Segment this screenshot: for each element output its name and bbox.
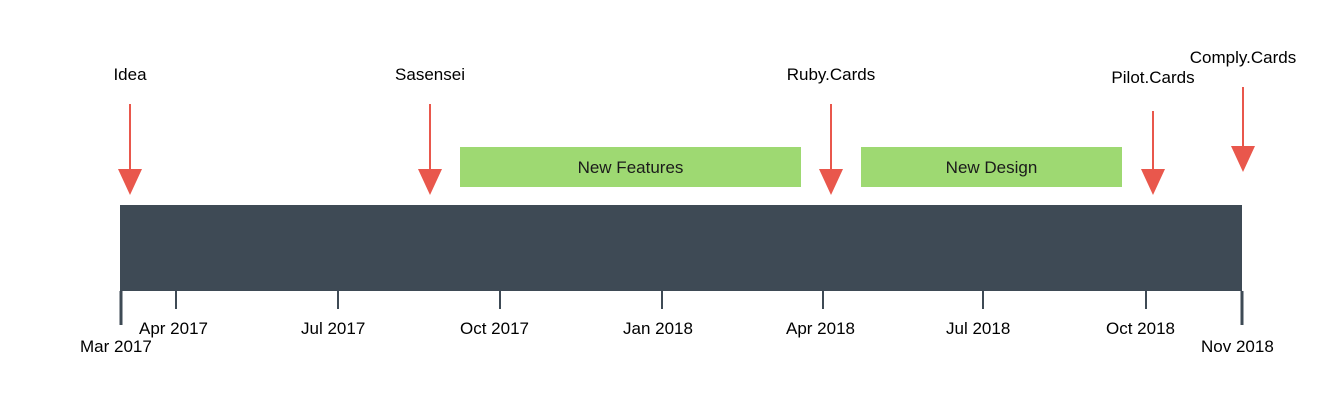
phase-bar-new-design[interactable]: New Design: [861, 147, 1122, 187]
phase-bar-new-features[interactable]: New Features: [460, 147, 801, 187]
axis-tick-label-oct-2017: Oct 2017: [460, 319, 529, 338]
axis-tick-jan-2018: [661, 291, 663, 309]
axis-tick-jul-2018: [982, 291, 984, 309]
axis-tick-mar-2017: [119, 291, 123, 325]
milestone-arrow-stem: [1242, 87, 1244, 147]
axis-tick-label-jul-2017: Jul 2017: [301, 319, 366, 338]
milestone-arrow-head-icon: [1231, 146, 1255, 172]
timeline-axis-band: [120, 205, 1242, 291]
axis-tick-label-apr-2018: Apr 2018: [786, 319, 855, 338]
axis-tick-oct-2018: [1145, 291, 1147, 309]
milestone-arrow-stem: [429, 104, 431, 170]
milestone-label: Comply.Cards: [1189, 48, 1297, 67]
axis-tick-label-apr-2017: Apr 2017: [139, 319, 208, 338]
phase-bar-label: New Features: [577, 157, 684, 177]
axis-tick-label-mar-2017: Mar 2017: [80, 337, 152, 356]
axis-tick-apr-2018: [822, 291, 824, 309]
axis-tick-label-jan-2018: Jan 2018: [623, 319, 693, 338]
axis-tick-label-nov-2018: Nov 2018: [1201, 337, 1274, 356]
milestone-arrow-head-icon: [118, 169, 142, 195]
axis-tick-oct-2017: [499, 291, 501, 309]
axis-tick-jul-2017: [337, 291, 339, 309]
milestone-arrow-stem: [129, 104, 131, 170]
axis-tick-apr-2017: [175, 291, 177, 309]
milestone-arrow-head-icon: [819, 169, 843, 195]
milestone-arrow-head-icon: [1141, 169, 1165, 195]
axis-tick-label-jul-2018: Jul 2018: [946, 319, 1011, 338]
milestone-arrow-head-icon: [418, 169, 442, 195]
milestone-arrow-stem: [1152, 111, 1154, 170]
axis-tick-nov-2018: [1240, 291, 1244, 325]
milestone-label: Idea: [113, 65, 147, 84]
milestone-label: Sasensei: [395, 65, 465, 84]
milestone-label: Pilot.Cards: [1111, 68, 1195, 87]
phase-bar-label: New Design: [945, 157, 1038, 177]
axis-tick-label-oct-2018: Oct 2018: [1106, 319, 1175, 338]
milestone-arrow-stem: [830, 104, 832, 170]
milestone-label: Ruby.Cards: [786, 65, 876, 84]
